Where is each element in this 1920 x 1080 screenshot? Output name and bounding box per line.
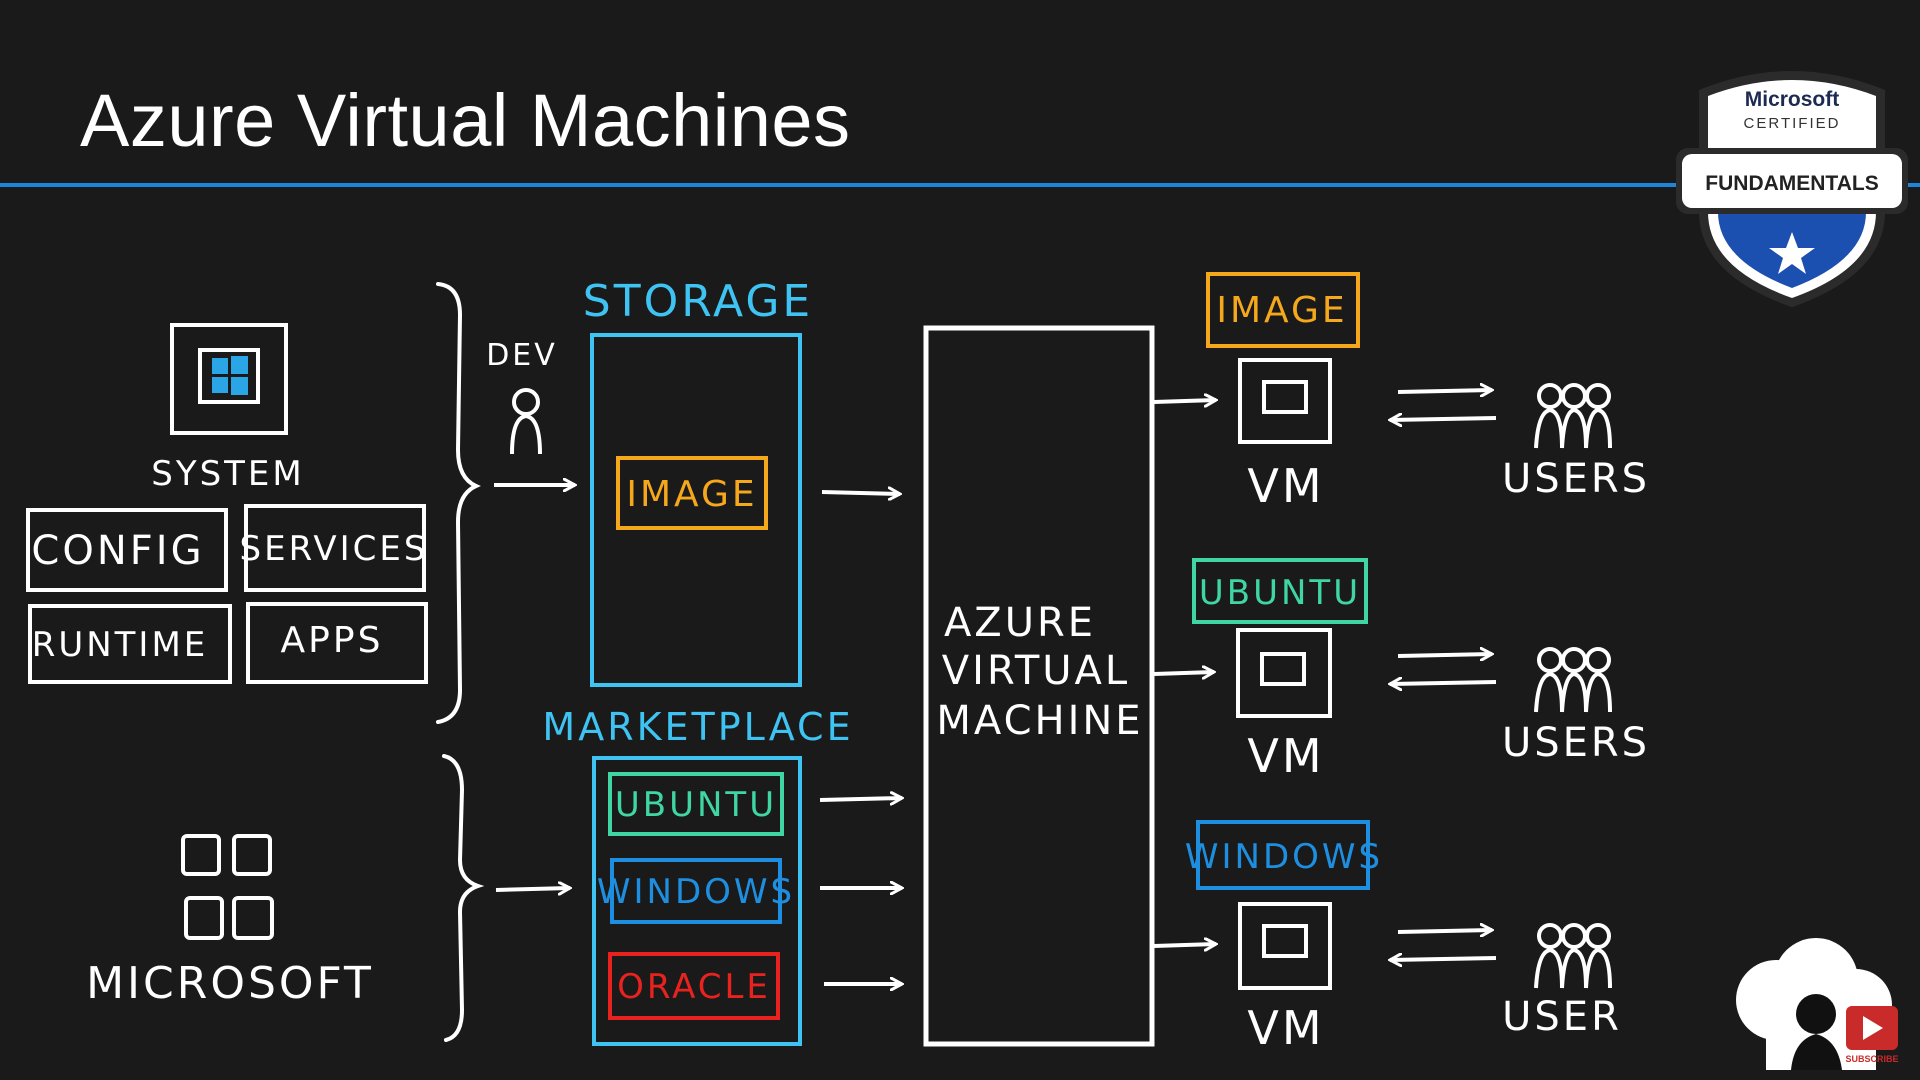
runtime-box [28,604,232,684]
page-title: Azure Virtual Machines [80,79,851,162]
arrow-microsoft-to-marketplace [495,888,570,890]
arrow-users-to-vm1 [1390,418,1497,420]
vm2-ubuntu-tag [1192,558,1368,624]
vm2-monitor-icon [1236,628,1332,718]
marketplace-windows-tag [610,858,782,924]
azure-vm-line3: MACHINE [936,698,1143,744]
system-icon [170,323,288,435]
arrow-azure-to-vm3 [1153,944,1216,946]
badge-line2: CERTIFIED [1744,115,1841,132]
vm3-windows-tag [1196,820,1370,890]
storage-image-tag [616,456,768,530]
config-box [26,508,228,592]
subscribe-button[interactable]: SUBSCRIBE [1845,1006,1899,1064]
vm1-monitor-icon [1238,358,1332,444]
arrow-users-to-vm2 [1390,682,1497,684]
vm2-users-label: USERS [1502,720,1650,766]
vm3-users-label: USER [1502,994,1622,1040]
azure-vm-box [923,325,1155,1047]
users-group-icon [1534,647,1612,713]
microsoft-brace [442,754,485,1042]
marketplace-oracle-label: ORACLE [617,967,771,1007]
vm1-label: VM [1247,459,1324,513]
microsoft-label: MICROSOFT [86,958,374,1009]
marketplace-oracle-tag [608,952,780,1020]
storage-box [590,333,802,687]
config-label: CONFIG [31,528,204,574]
subscribe-label: SUBSCRIBE [1845,1054,1898,1064]
users-group-icon [1534,923,1612,989]
star-icon [1769,232,1815,274]
arrow-vm1-to-users [1397,390,1492,392]
vm3-tag-label: WINDOWS [1185,837,1383,877]
vm1-tag-label: IMAGE [1216,290,1347,331]
subscribe-corner[interactable]: SUBSCRIBE [1706,930,1916,1070]
marketplace-ubuntu-label: UBUNTU [615,785,777,825]
services-box [244,504,426,592]
azure-vm-line2: VIRTUAL [942,648,1130,694]
badge-line1: Microsoft [1745,88,1840,111]
vm3-monitor-icon [1238,902,1332,990]
cloud-avatar-icon [1736,938,1892,1070]
dev-label: DEV [486,338,558,373]
certification-badge: Microsoft CERTIFIED FUNDAMENTALS [1676,71,1908,308]
storage-image-label: IMAGE [626,474,757,515]
vm2-tag-label: UBUNTU [1199,573,1361,613]
microsoft-logo-icon [181,834,274,940]
title-divider [0,183,1920,187]
system-brace [436,282,481,724]
arrow-storage-to-azure [821,492,900,494]
arrow-azure-to-vm2 [1153,672,1214,674]
developer-icon [510,388,542,455]
vm1-image-tag [1206,272,1360,348]
play-icon [1863,1016,1883,1040]
marketplace-ubuntu-tag [608,772,784,836]
storage-label: STORAGE [583,276,813,327]
runtime-label: RUNTIME [32,625,209,665]
marketplace-box [592,756,802,1046]
services-label: SERVICES [240,529,429,569]
vm3-label: VM [1247,1001,1324,1055]
marketplace-label: MARKETPLACE [542,705,853,749]
badge-line3: FUNDAMENTALS [1705,172,1878,195]
users-group-icon [1534,383,1612,449]
arrow-user-to-vm3 [1390,958,1497,960]
arrow-azure-to-vm1 [1153,400,1216,402]
vm2-label: VM [1247,729,1324,783]
system-label: SYSTEM [151,454,305,494]
azure-vm-line1: AZURE [944,600,1096,646]
apps-box [246,602,428,684]
windows-logo-icon [212,356,248,395]
apps-label: APPS [281,620,384,661]
marketplace-windows-label: WINDOWS [597,872,795,912]
arrow-vm2-to-users [1397,654,1492,656]
arrow-ubuntu-to-azure [819,798,902,800]
vm1-users-label: USERS [1502,456,1650,502]
arrow-vm3-to-user [1397,930,1492,932]
